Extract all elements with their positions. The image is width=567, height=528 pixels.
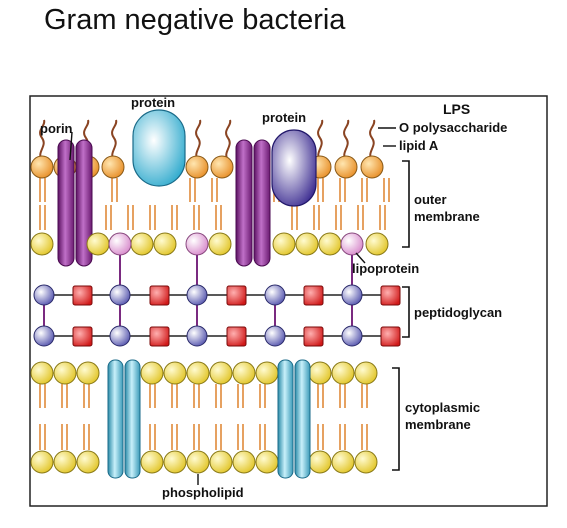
label-peptidoglycan: peptidoglycan bbox=[414, 305, 502, 320]
cytoplasmic-inner-heads bbox=[30, 450, 378, 474]
label-outer-membrane-line2: membrane bbox=[414, 209, 480, 224]
peptidoglycan-peptides bbox=[72, 285, 401, 347]
label-lipid-a: lipid A bbox=[399, 138, 439, 153]
porin-right bbox=[235, 139, 271, 267]
label-phospholipid: phospholipid bbox=[162, 485, 244, 500]
label-o-polysaccharide: O polysaccharide bbox=[399, 120, 507, 135]
label-lipoprotein: lipoprotein bbox=[352, 261, 419, 276]
label-protein-right: protein bbox=[262, 110, 306, 125]
protein-violet bbox=[271, 129, 317, 207]
brackets bbox=[392, 160, 410, 471]
lipoprotein-heads bbox=[108, 232, 364, 256]
label-lps: LPS bbox=[443, 101, 470, 117]
lipoprotein-anchors bbox=[119, 255, 353, 285]
cytoplasmic-channel-left bbox=[107, 359, 141, 479]
page-title: Gram negative bacteria bbox=[44, 4, 346, 36]
leader-lines bbox=[69, 127, 396, 485]
peptidoglycan-backbone bbox=[34, 294, 400, 337]
label-porin: porin bbox=[40, 121, 73, 136]
peptidoglycan-crosslinks bbox=[43, 305, 353, 326]
label-cytoplasmic-membrane-line2: membrane bbox=[405, 417, 471, 432]
label-protein-left: protein bbox=[131, 95, 175, 110]
protein-cyan bbox=[132, 109, 186, 187]
porin bbox=[57, 139, 93, 267]
cytoplasmic-outer-heads bbox=[30, 361, 378, 385]
lps-o-polysaccharide-chains bbox=[39, 119, 376, 161]
label-cytoplasmic-membrane-line1: cytoplasmic bbox=[405, 400, 480, 415]
cytoplasmic-channel-right bbox=[277, 359, 311, 479]
cytoplasmic-membrane-tails bbox=[39, 384, 368, 450]
peptidoglycan-sugars bbox=[33, 284, 363, 347]
label-outer-membrane-line1: outer bbox=[414, 192, 447, 207]
